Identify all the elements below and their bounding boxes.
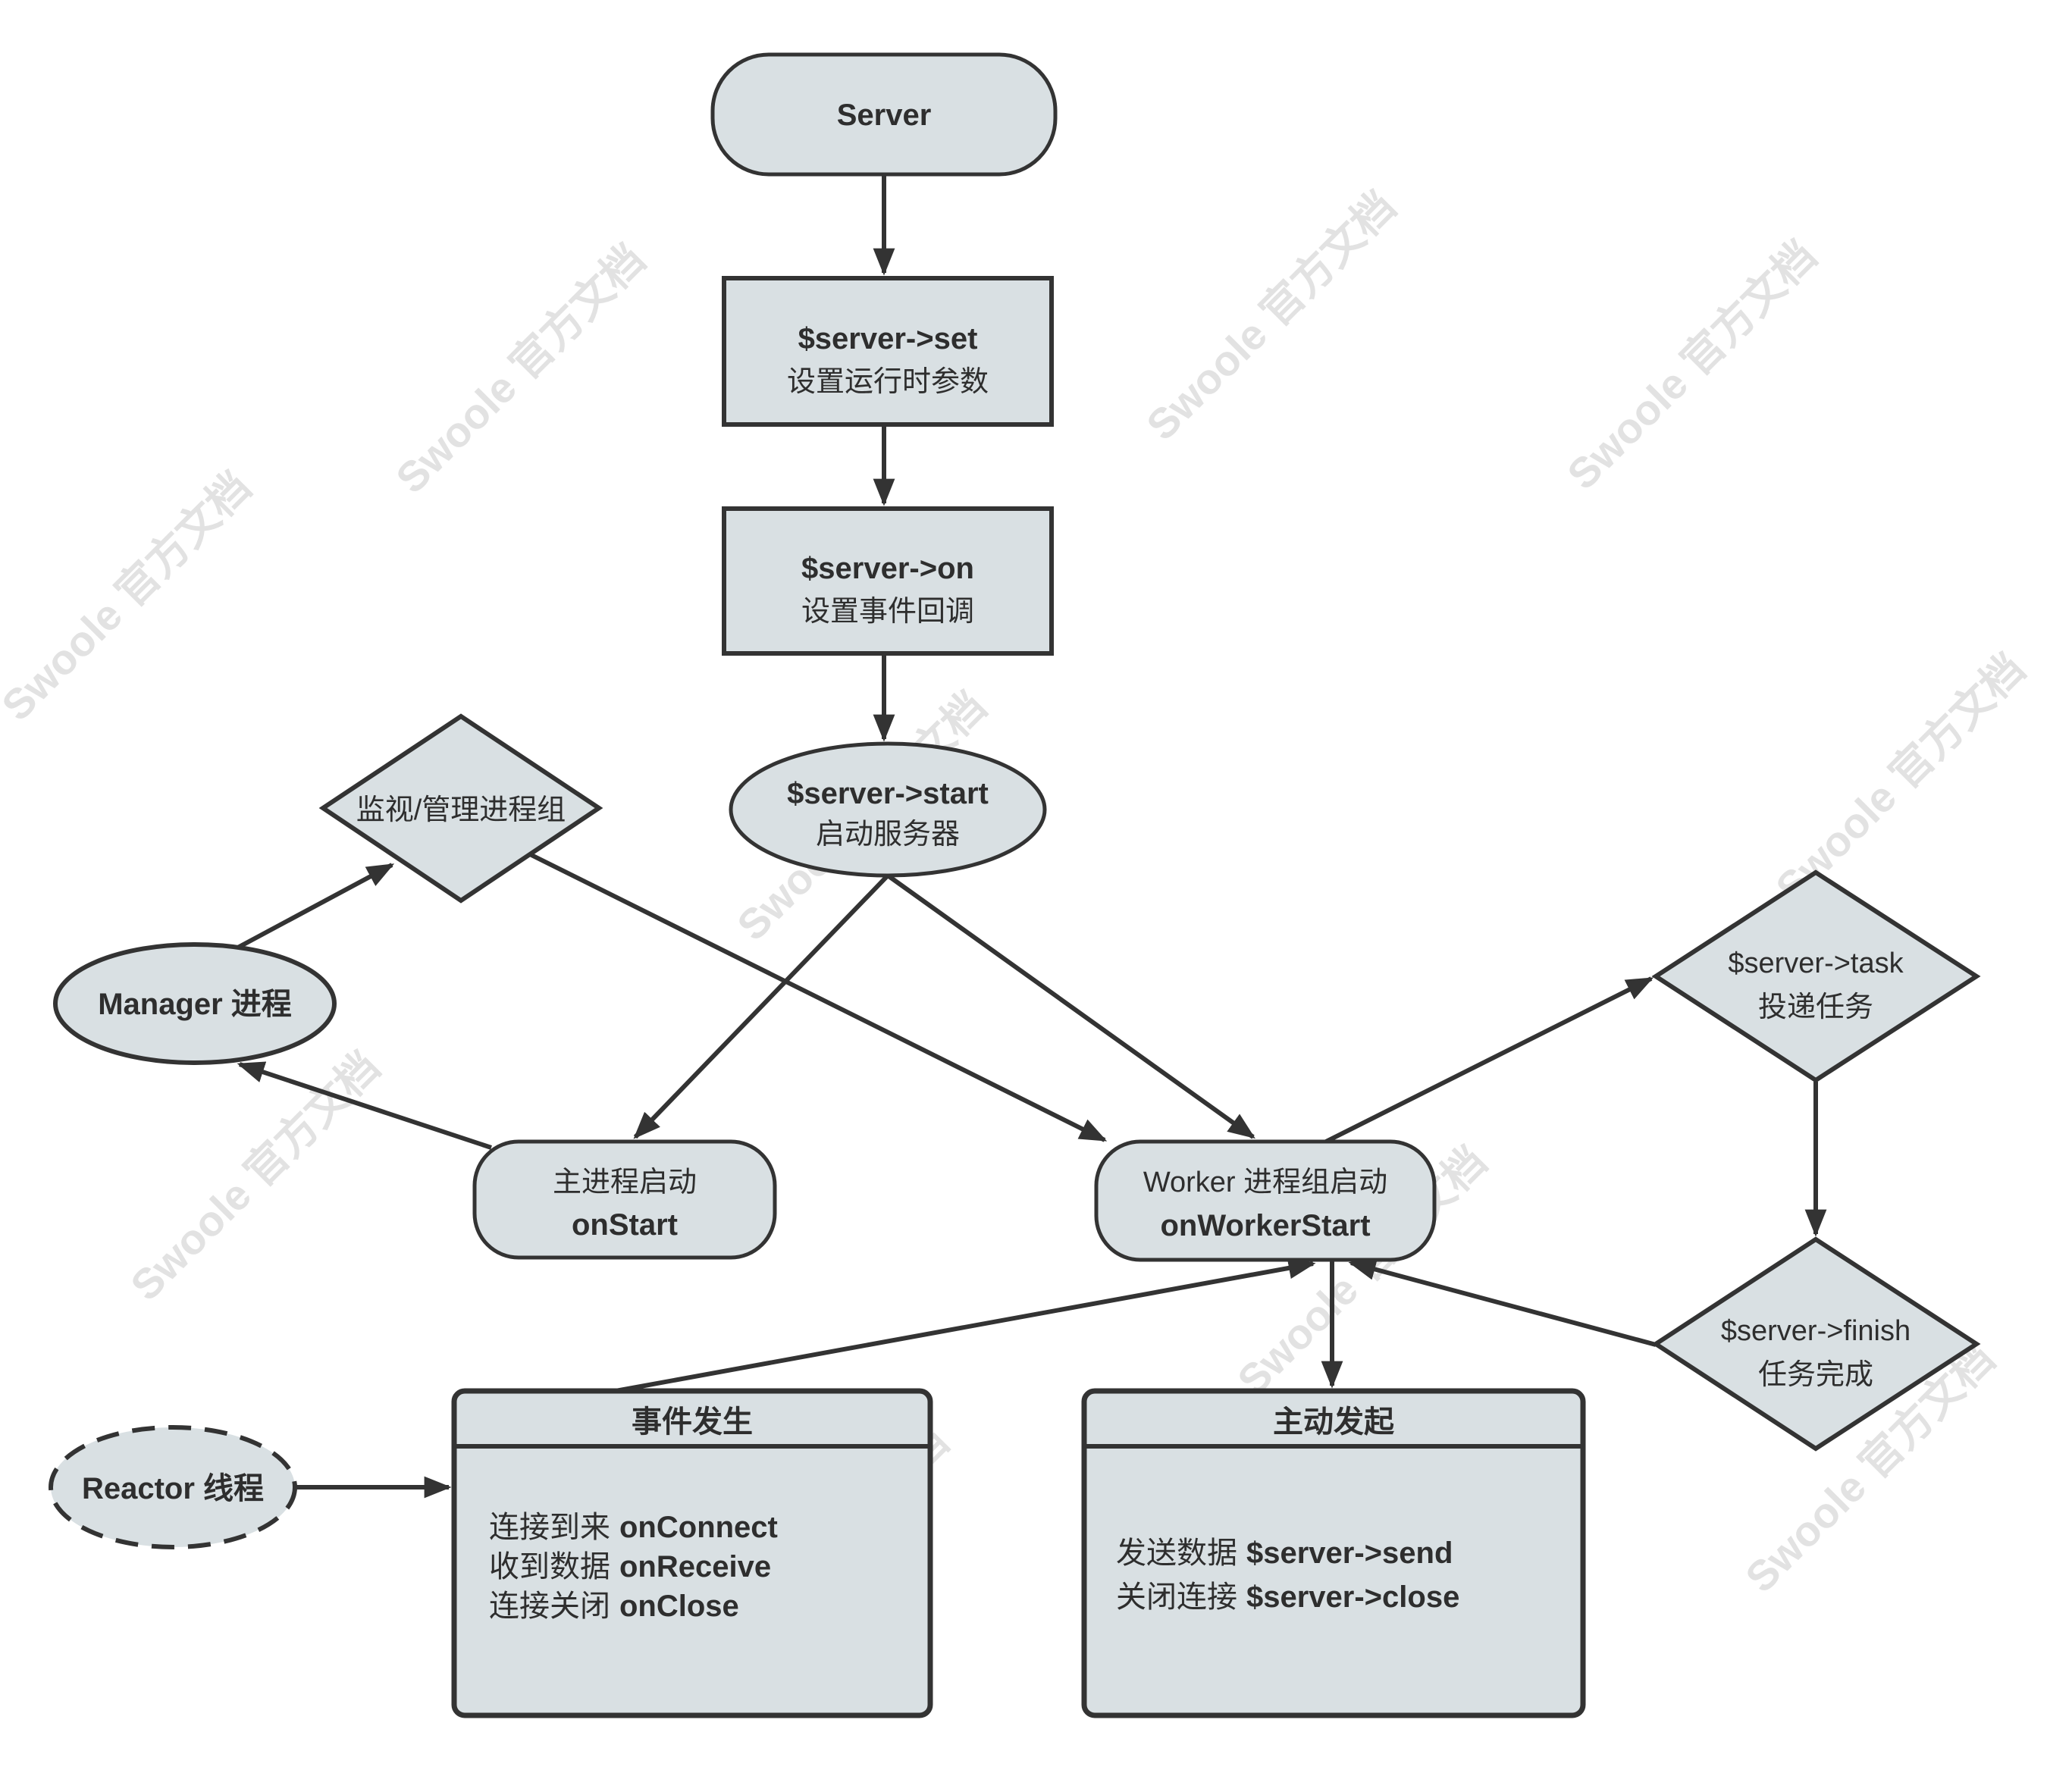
node-monitor-shape (318, 713, 603, 904)
node-finish-line1: $server->finish (1721, 1315, 1911, 1347)
node-finish-shape (1651, 1236, 1981, 1452)
node-on: $server->on 设置事件回调 (722, 506, 1054, 656)
node-monitor: 监视/管理进程组 (318, 713, 603, 904)
node-server-shape (710, 52, 1058, 177)
arrow-start-to-onstart (633, 873, 890, 1139)
node-finish-line2: 任务完成 (1758, 1359, 1873, 1391)
watermark: Swoole 官方文档 (1766, 644, 2034, 912)
node-initiate-row: 发送数据$server->send (1116, 1536, 1453, 1570)
node-worker-line2: onWorkerStart (1160, 1209, 1370, 1242)
node-events-title: 事件发生 (632, 1405, 753, 1439)
node-onstart-shape (472, 1139, 777, 1260)
node-onstart-line1: 主进程启动 (553, 1167, 697, 1198)
node-layer: Server $server->set 设置运行时参数 $server->on … (49, 52, 1981, 1718)
node-start-line2: 启动服务器 (816, 819, 960, 850)
node-on-line1: $server->on (801, 552, 974, 585)
node-manager-shape (53, 942, 337, 1065)
node-reactor: Reactor 线程 (49, 1425, 297, 1549)
arrow-manager-to-monitor (234, 863, 395, 951)
node-reactor-shape (49, 1425, 297, 1549)
node-initiate-title: 主动发起 (1273, 1405, 1395, 1439)
node-start-shape (729, 741, 1047, 878)
node-worker: Worker 进程组启动 onWorkerStart (1094, 1139, 1437, 1262)
connector-layer (234, 176, 1827, 1499)
node-start-line1: $server->start (787, 777, 989, 810)
arrow-start-to-worker (886, 873, 1255, 1139)
arrow-worker-to-task (1324, 976, 1654, 1144)
node-worker-line1: Worker 进程组启动 (1143, 1167, 1387, 1198)
node-initiate: 主动发起 发送数据$server->send 关闭连接$server->clos… (1081, 1388, 1586, 1718)
node-server-label: Server (837, 99, 932, 132)
watermark: Swoole 官方文档 (121, 1042, 389, 1310)
node-set-line1: $server->set (798, 322, 978, 356)
watermark: Swoole 官方文档 (387, 235, 654, 503)
node-manager-label: Manager 进程 (98, 988, 292, 1021)
node-worker-shape (1094, 1139, 1437, 1262)
node-onstart: 主进程启动 onStart (472, 1139, 777, 1260)
watermark: Swoole 官方文档 (1137, 182, 1405, 450)
node-on-shape (722, 506, 1054, 656)
node-events-shape (451, 1388, 933, 1718)
watermark: Swoole 官方文档 (1558, 231, 1826, 499)
node-manager: Manager 进程 (53, 942, 337, 1065)
node-initiate-row: 关闭连接$server->close (1116, 1580, 1459, 1614)
arrow-finish-to-worker (1348, 1258, 1657, 1347)
node-onstart-line2: onStart (572, 1208, 678, 1242)
node-task: $server->task 投递任务 (1651, 869, 1981, 1083)
node-set-line2: 设置运行时参数 (787, 366, 989, 398)
node-finish: $server->finish 任务完成 (1651, 1236, 1981, 1452)
arrow-onstart-to-manager (237, 1061, 492, 1150)
arrow-events-to-worker (615, 1257, 1316, 1393)
node-task-line1: $server->task (1728, 948, 1904, 979)
node-reactor-label: Reactor 线程 (82, 1472, 264, 1505)
node-task-shape (1651, 869, 1981, 1083)
watermark: Swoole 官方文档 (0, 462, 259, 730)
node-task-line2: 投递任务 (1758, 991, 1873, 1023)
node-start: $server->start 启动服务器 (729, 741, 1047, 878)
node-on-line2: 设置事件回调 (801, 596, 974, 628)
node-set-shape (722, 276, 1054, 427)
arrow-monitor-to-worker (528, 852, 1108, 1142)
node-monitor-label: 监视/管理进程组 (356, 794, 566, 826)
node-initiate-shape (1081, 1388, 1586, 1718)
node-set: $server->set 设置运行时参数 (722, 276, 1054, 427)
node-server: Server (710, 52, 1058, 177)
